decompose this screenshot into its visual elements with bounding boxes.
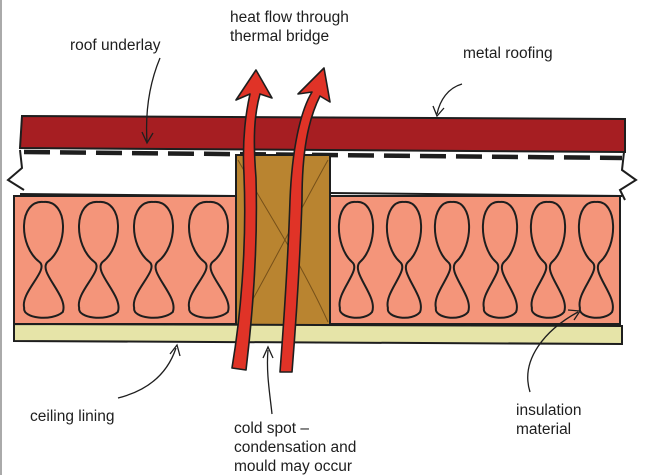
leader-cold-spot <box>266 349 273 415</box>
leader-roof-underlay-head <box>141 131 154 145</box>
right-insulation-fibres <box>337 200 615 319</box>
right-insulation-batt <box>329 195 621 325</box>
leader-metal-roofing-head <box>432 105 445 118</box>
right-break-edge <box>618 151 638 201</box>
leader-metal-roofing <box>436 83 463 115</box>
cold-spot-label-line-3: mould may occur <box>234 458 353 475</box>
leader-roof-underlay <box>145 57 161 143</box>
ceiling-lining-layer <box>13 322 623 346</box>
leader-ceiling-lining <box>117 347 177 399</box>
heat-flow-label-line-2: thermal bridge <box>230 28 330 45</box>
insulation-label-line-2: material <box>516 421 572 438</box>
left-break-edge <box>6 149 25 191</box>
leader-cold-spot-head <box>262 345 274 359</box>
cold-spot-label-line-1: cold spot – <box>234 420 309 437</box>
heat-arrow-left <box>231 69 273 371</box>
heat-arrow-right <box>279 67 331 373</box>
metal-roofing-label: metal roofing <box>463 45 553 62</box>
insulation-label: insulation material <box>516 401 582 439</box>
insulation-label-line-1: insulation <box>516 402 582 419</box>
leader-arrows <box>117 57 582 415</box>
left-insulation-fibres <box>23 200 230 319</box>
leader-insulation-head <box>567 309 582 321</box>
leader-insulation <box>527 311 579 393</box>
heat-flow-label-line-1: heat flow through <box>230 9 349 26</box>
metal-roofing-layer <box>18 114 626 154</box>
heat-flow-arrows <box>231 67 331 373</box>
cold-spot-label: cold spot – condensation and mould may o… <box>234 419 356 476</box>
cold-spot-label-line-2: condensation and <box>234 439 357 456</box>
ceiling-lining-label: ceiling lining <box>30 408 115 425</box>
roof-underlay-label: roof underlay <box>70 37 161 54</box>
leader-ceiling-lining-head <box>169 343 181 357</box>
insulation-fibre-squiggles <box>23 200 615 319</box>
heat-flow-label: heat flow through thermal bridge <box>230 8 349 46</box>
